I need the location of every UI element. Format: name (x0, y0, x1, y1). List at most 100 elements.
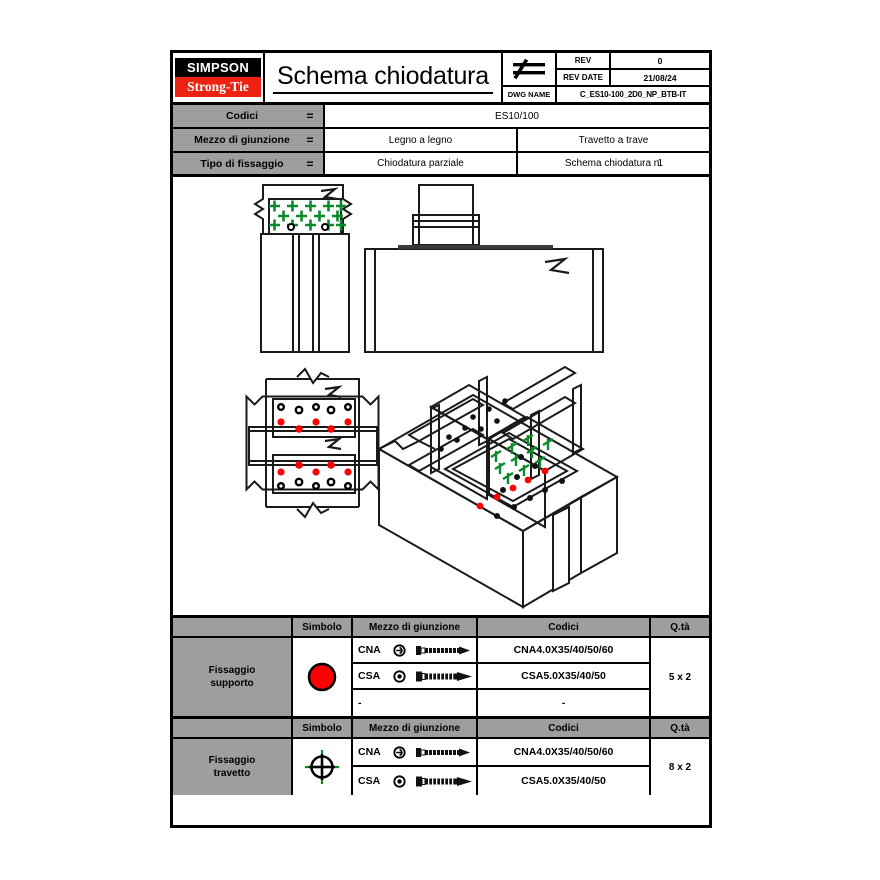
schema-chiodatura-number: 1 (657, 158, 663, 169)
legend-means-column: CNA CSA (353, 739, 478, 795)
cna-head-icon (390, 745, 410, 759)
drawing-sheet: SIMPSON Strong-Tie Schema chiodatura DWG… (170, 50, 712, 828)
legend-symbol-cell (293, 739, 353, 795)
rev-date-row: REV DATE 21/08/24 (557, 70, 709, 87)
legend-name-fissaggio-travetto: Fissaggio travetto (173, 739, 293, 795)
info-value-schema-chiodatura: Schema chiodatura n. 1 (518, 153, 709, 174)
legend-symbol-cell (293, 638, 353, 716)
legend-code-value: CSA5.0X35/40/50 (521, 775, 606, 787)
legend-header-simbolo: Simbolo (293, 719, 353, 737)
rev-value: 0 (657, 55, 663, 66)
legend-codes-column: CNA4.0X35/40/50/60 CSA5.0X35/40/50 (478, 739, 651, 795)
technical-drawing-svg (245, 184, 620, 609)
logo-simpson-text: SIMPSON (175, 58, 261, 77)
title-block: SIMPSON Strong-Tie Schema chiodatura DWG… (173, 53, 709, 105)
legend-body: Fissaggio travetto CNA (173, 739, 709, 795)
info-row-codici: Codici = ES10/100 (173, 105, 709, 129)
dwg-name-value: C_ES10-100_2D0_NP_BTB-IT (579, 90, 687, 99)
info-value-chiodatura-parziale: Chiodatura parziale (325, 153, 518, 174)
legend-name-line2: travetto (213, 768, 251, 779)
legend-code-value-empty: - (561, 697, 566, 709)
view-isometric (376, 365, 620, 609)
fastener-code-csa: CSA (358, 775, 381, 787)
legend-means-row: CNA (353, 638, 476, 664)
simpson-strong-tie-logo: SIMPSON Strong-Tie (173, 53, 265, 102)
legend-means-row-empty: - (353, 690, 476, 716)
legend-qty-travetto: 8 x 2 (668, 761, 692, 773)
equals-sign: = (306, 133, 314, 147)
legend-code-value: CNA4.0X35/40/50/60 (478, 739, 649, 767)
schema-chiodatura-label: Schema chiodatura n. (564, 158, 663, 169)
view-front-elevation (253, 184, 353, 353)
info-label-cell: Tipo di fissaggio = (173, 153, 325, 174)
legend-header-codici: Codici (478, 618, 651, 636)
legend-header-codici: Codici (478, 719, 651, 737)
nail-icon (410, 644, 476, 657)
view-side-elevation (364, 184, 604, 353)
csa-head-icon (390, 774, 410, 788)
iso-plan-markers (476, 467, 565, 519)
legend-body: Fissaggio supporto CNA (173, 638, 709, 716)
rev-date-label: REV DATE (557, 70, 611, 85)
legend-fissaggio-supporto: Simbolo Mezzo di giunzione Codici Q.tà F… (173, 618, 709, 719)
info-label-text: Mezzo di giunzione (194, 134, 290, 146)
fastener-code-csa: CSA (358, 670, 381, 682)
green-cross-markers-view1 (269, 200, 346, 231)
screw-icon (410, 775, 476, 788)
projection-symbol-svg (513, 58, 545, 80)
sheet-title-text: Schema chiodatura (272, 62, 493, 94)
legend-header-row: Simbolo Mezzo di giunzione Codici Q.tà (173, 618, 709, 638)
fastener-code-cna: CNA (358, 746, 381, 758)
legend-name-line1: Fissaggio (208, 755, 256, 766)
dwg-name-row: C_ES10-100_2D0_NP_BTB-IT (557, 87, 709, 102)
legend-name-fissaggio-supporto: Fissaggio supporto (173, 638, 293, 716)
legend-means-column: CNA CSA (353, 638, 478, 716)
nail-icon (410, 746, 476, 759)
legend-name-line1: Fissaggio (208, 665, 256, 676)
fastener-code-empty: - (358, 697, 362, 709)
info-label-text: Codici (225, 110, 259, 122)
legend-header-qta: Q.tà (670, 722, 690, 734)
plan-markers-lower (276, 461, 352, 491)
info-label-cell: Codici = (173, 105, 325, 127)
legend-header-qta: Q.tà (670, 621, 690, 633)
sheet-title: Schema chiodatura (265, 53, 503, 102)
legend-means-row: CSA (353, 664, 476, 690)
iso-black-dot-markers (500, 454, 538, 493)
legend-header-spacer (173, 719, 293, 737)
black-dot-markers-view1 (287, 223, 329, 231)
info-value-legno-a-legno: Legno a legno (325, 129, 518, 151)
info-label-text: Tipo di fissaggio (200, 157, 284, 170)
legend-header-mezzo: Mezzo di giunzione (353, 719, 478, 737)
third-angle-projection-icon (503, 53, 555, 87)
rev-label: REV (557, 53, 611, 68)
iso-backplate-markers (438, 398, 508, 452)
legend-code-value: CNA4.0X35/40/50/60 (478, 638, 649, 664)
cna-head-icon (390, 643, 410, 657)
fastener-code-cna: CNA (358, 644, 381, 656)
info-value-travetto-a-trave: Travetto a trave (578, 134, 649, 146)
legend-codes-column: CNA4.0X35/40/50/60 CSA5.0X35/40/50 - (478, 638, 651, 716)
legend-fissaggio-travetto: Simbolo Mezzo di giunzione Codici Q.tà F… (173, 719, 709, 795)
rev-row: REV 0 (557, 53, 709, 70)
legend-means-row: CNA (353, 739, 476, 767)
equals-sign: = (306, 109, 314, 123)
plan-markers-upper (276, 402, 352, 433)
legend-means-row: CSA (353, 767, 476, 795)
rev-date-value: 21/08/24 (643, 72, 677, 83)
legend-code-value: CSA5.0X35/40/50 (478, 664, 649, 690)
legend-header-mezzo: Mezzo di giunzione (353, 618, 478, 636)
info-label-cell: Mezzo di giunzione = (173, 129, 325, 151)
legend-header-row: Simbolo Mezzo di giunzione Codici Q.tà (173, 719, 709, 739)
dwg-name-label: DWG NAME (507, 90, 551, 99)
logo-strongtie-text: Strong-Tie (175, 77, 261, 97)
legend-qty-supporto: 5 x 2 (668, 671, 692, 683)
info-value-codici: ES10/100 (495, 110, 539, 122)
info-row-mezzo-di-giunzione: Mezzo di giunzione = Legno a legno Trave… (173, 129, 709, 153)
legend-header-simbolo: Simbolo (293, 618, 353, 636)
legend-header-spacer (173, 618, 293, 636)
red-filled-circle-icon (307, 662, 337, 692)
csa-head-icon (390, 669, 410, 683)
legend-name-line2: supporto (210, 678, 254, 689)
revision-block: REV 0 REV DATE 21/08/24 C_ES10-100_2D0_N… (557, 53, 709, 102)
